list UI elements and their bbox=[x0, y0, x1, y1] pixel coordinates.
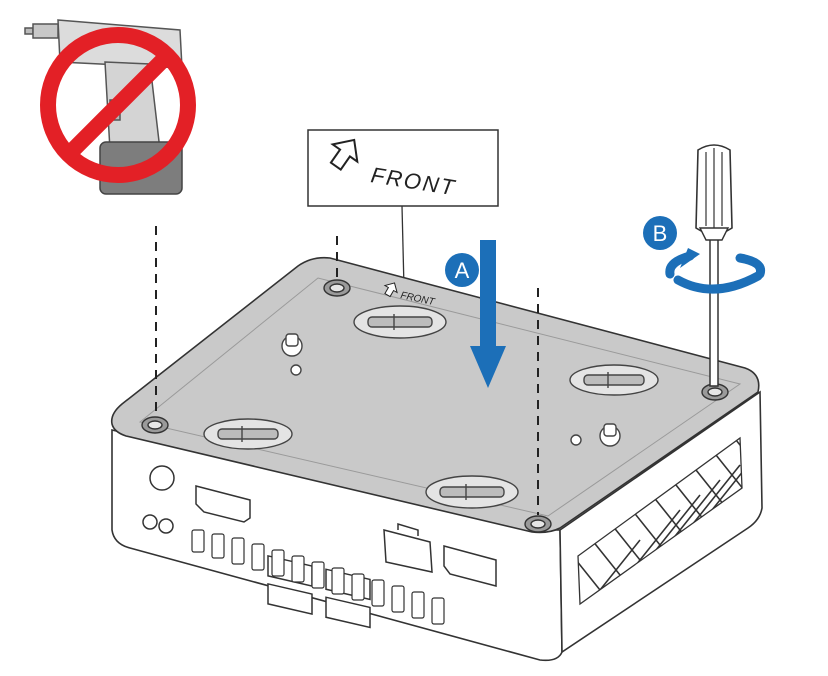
foot-pad bbox=[569, 364, 659, 396]
screws bbox=[141, 279, 729, 533]
keyhole-mounts bbox=[281, 333, 621, 447]
chassis-top-face bbox=[110, 256, 760, 534]
step-a-label: A bbox=[455, 258, 470, 283]
prohibition-circle bbox=[40, 27, 196, 183]
hdmi-port bbox=[195, 485, 251, 523]
screwdriver-icon bbox=[695, 144, 733, 387]
screw-guide-lines bbox=[155, 226, 539, 515]
step-a-badge bbox=[445, 253, 479, 287]
foot-pads bbox=[203, 305, 659, 509]
screw bbox=[141, 416, 169, 434]
power-button bbox=[149, 465, 175, 491]
no-power-drill-icon bbox=[24, 19, 196, 195]
step-b: B bbox=[643, 144, 766, 387]
ethernet-port bbox=[383, 522, 433, 573]
front-ports bbox=[142, 465, 497, 629]
screw bbox=[701, 383, 729, 401]
foot-pad bbox=[203, 418, 293, 450]
step-a: A bbox=[445, 240, 506, 388]
screw bbox=[524, 515, 552, 533]
callout-leader-line bbox=[401, 205, 405, 289]
front-vents bbox=[191, 529, 445, 625]
rotate-clockwise-icon bbox=[665, 248, 766, 294]
prohibition-slash bbox=[62, 49, 174, 161]
arrow-down-icon bbox=[470, 240, 506, 388]
front-callout: FRONT bbox=[307, 129, 499, 289]
displayport-port bbox=[443, 545, 497, 587]
audio-jacks bbox=[142, 514, 174, 534]
mini-pc-chassis: FRONT bbox=[110, 256, 763, 662]
front-arrow-icon bbox=[329, 138, 359, 171]
step-b-badge bbox=[643, 216, 677, 250]
step-b-label: B bbox=[653, 221, 668, 246]
foot-pad bbox=[353, 305, 447, 339]
foot-pad bbox=[425, 475, 519, 509]
keyhole-mount bbox=[570, 423, 621, 447]
screw bbox=[323, 279, 351, 297]
keyhole-mount bbox=[281, 333, 303, 376]
